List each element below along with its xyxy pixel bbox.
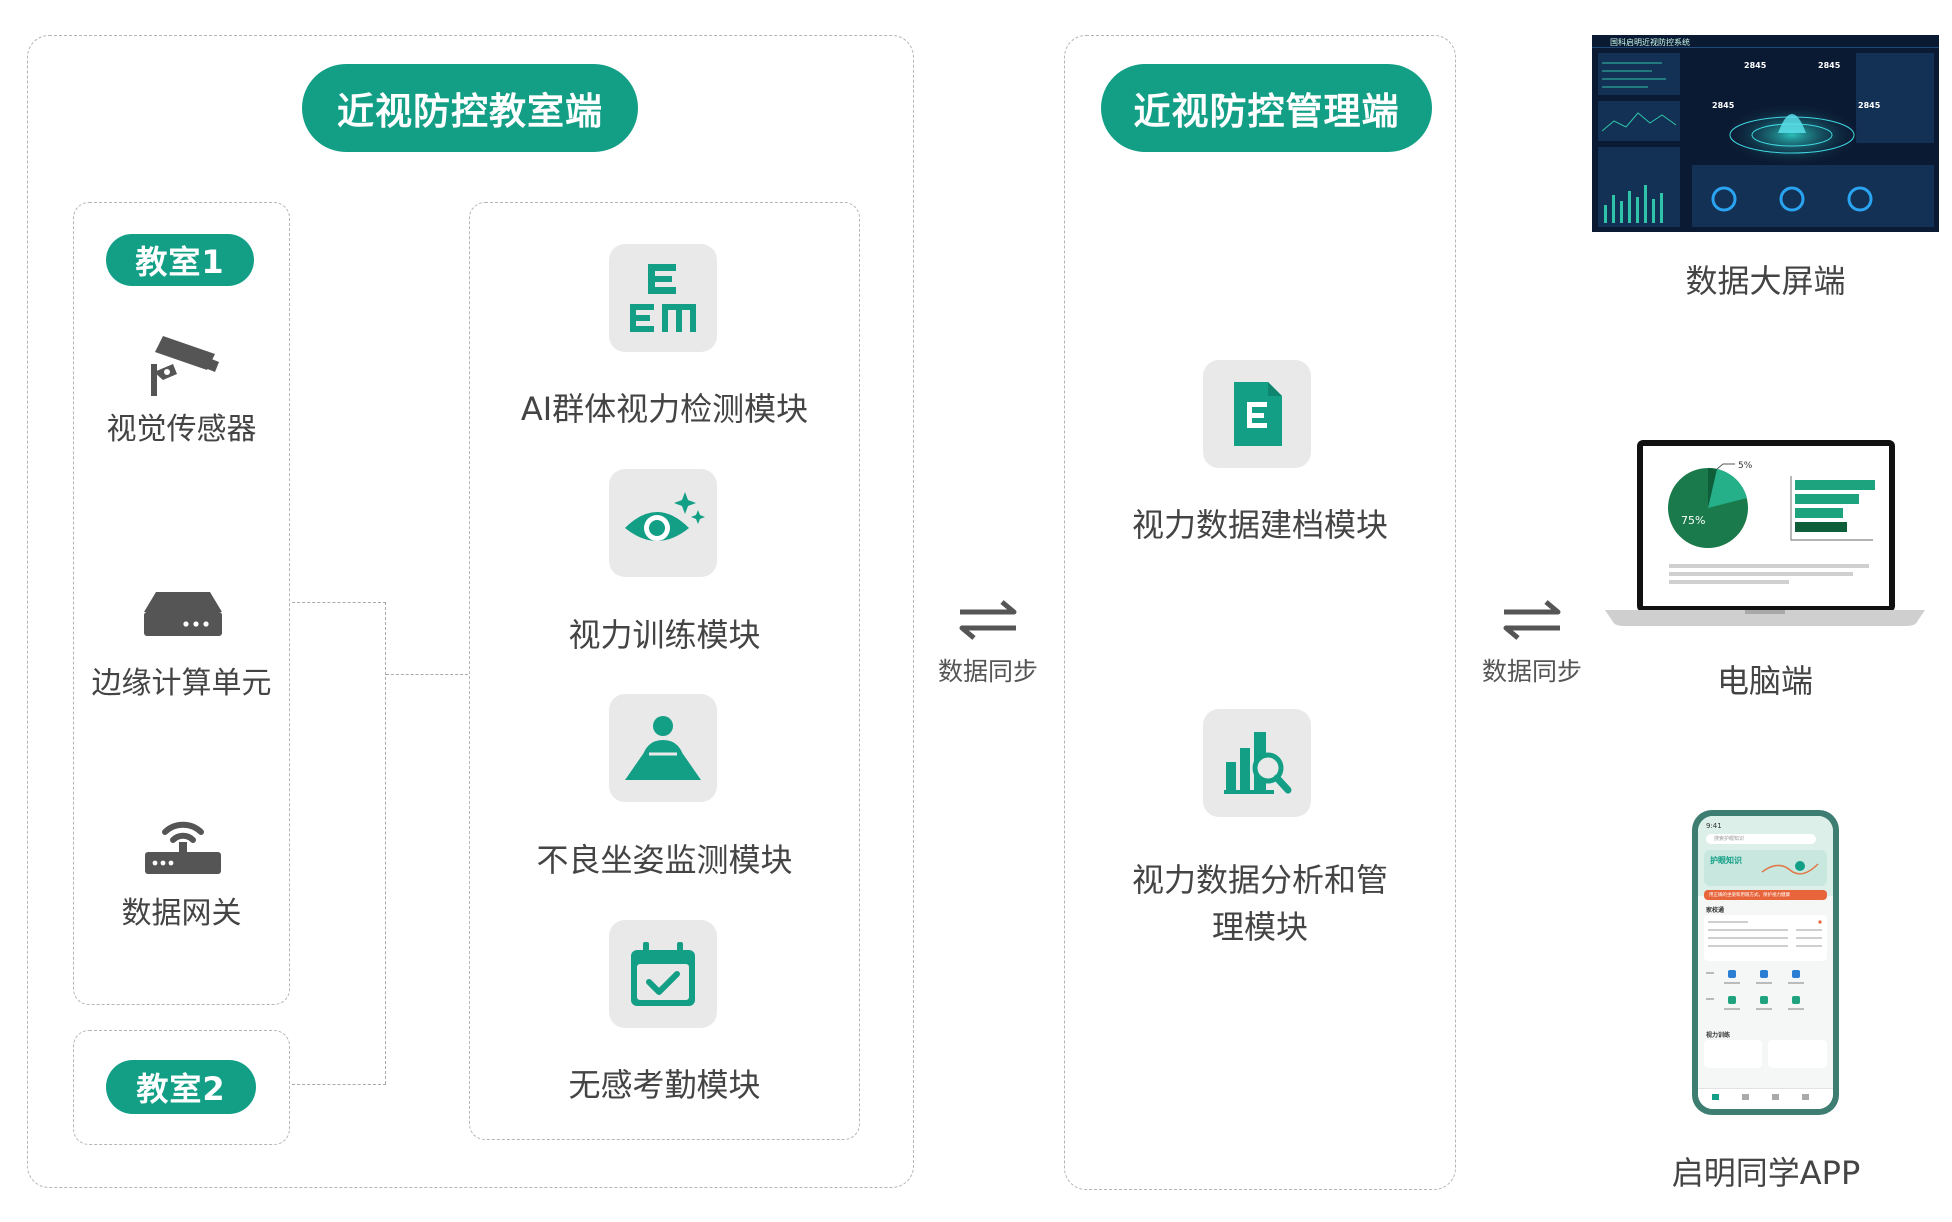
document-e-icon [1234,382,1282,446]
phone-section-title: 视力训练 [1706,1032,1731,1039]
stat-value: 2845 [1818,61,1841,70]
sync-indicator: 数据同步 [922,598,1054,688]
dashboard-graphic [1592,47,1939,227]
phone-banner-text: 护眼知识 [1710,856,1742,865]
module-tile [609,244,717,352]
terminal-label-big-screen: 数据大屏端 [1685,262,1846,300]
classroom-title: 近视防控教室端 [302,64,638,152]
pie-small-label: 5% [1738,461,1753,471]
module-label-vision-training: 视力训练模块 [568,616,761,654]
phone-alert-text: 用正确的坐姿和用眼方式，保护视力健康 [1709,893,1790,898]
sync-label: 数据同步 [937,657,1038,686]
phone-alert[interactable]: 用正确的坐姿和用眼方式，保护视力健康 [1704,890,1827,900]
stat-value: 2845 [1712,101,1735,110]
module-label-posture: 不良坐姿监测模块 [536,841,793,879]
module-label-vision-test: AI群体视力检测模块 [520,390,809,428]
sync-label: 数据同步 [1481,657,1582,686]
modules-box [469,202,860,1140]
connector-line [292,1084,386,1085]
phone-preview: 9:41 搜索护眼知识 护眼知识 用正确的坐姿和用眼方式，保护视力健康 家校通 … [1692,810,1839,1115]
phone-time: 9:41 [1706,822,1722,830]
laptop-preview: 75% 5% [1605,440,1925,626]
device-label-gateway: 数据网关 [121,896,242,931]
eye-chart-icon [630,264,696,332]
management-panel [1064,35,1456,1190]
router-icon [143,808,223,880]
sync-indicator: 数据同步 [1466,598,1598,688]
module-tile [609,920,717,1028]
device-label-camera: 视觉传感器 [106,412,257,447]
room1-badge: 教室1 [106,234,254,286]
pie-main-label: 75% [1681,514,1706,527]
phone-tabbar [1698,1088,1833,1109]
phone-search-text: 搜索护眼知识 [1714,836,1745,842]
big-screen-preview: 国科启明近视防控系统 2845 2845 2845 2845 [1592,35,1939,232]
phone-section-title: 家校通 [1706,907,1725,914]
device-label-edge: 边缘计算单元 [91,666,272,701]
chart-search-icon [1224,732,1292,794]
room2-badge: 教室2 [106,1060,256,1114]
module-tile [1203,709,1311,817]
connector-line [385,602,386,1084]
stat-value: 2845 [1858,101,1881,110]
eye-sparkle-icon [625,492,705,541]
room2-box [73,1030,290,1145]
sync-arrows-icon [1503,600,1561,640]
room1-box [73,202,290,1005]
module-label-archive: 视力数据建档模块 [1131,506,1388,544]
module-tile [609,469,717,577]
camera-icon [143,328,223,404]
module-label-attendance: 无感考勤模块 [568,1066,761,1104]
module-label-analysis-1: 视力数据分析和管 [1131,861,1388,899]
calendar-check-icon [631,942,695,1006]
classroom-panel [27,35,914,1188]
sync-arrows-icon [959,600,1017,640]
screen-title: 国科启明近视防控系统 [1610,38,1690,47]
module-label-analysis-2: 理模块 [1211,908,1308,946]
management-title: 近视防控管理端 [1101,64,1432,152]
terminal-label-pc: 电脑端 [1716,662,1813,700]
connector-line [386,674,468,675]
connector-line [292,602,386,603]
phone-search[interactable]: 搜索护眼知识 [1706,834,1816,844]
posture-icon [625,716,701,780]
stat-value: 2845 [1744,61,1767,70]
module-tile [1203,360,1311,468]
phone-banner[interactable]: 护眼知识 [1704,850,1827,886]
module-tile [609,694,717,802]
terminal-label-app: 启明同学APP [1671,1154,1861,1192]
edge-computing-icon [142,588,224,644]
